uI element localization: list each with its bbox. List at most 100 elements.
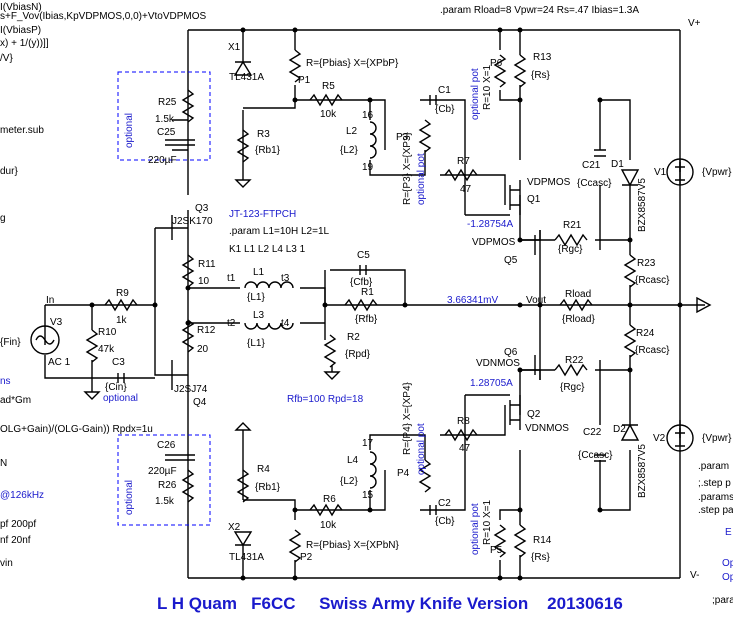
capacitors	[117, 95, 606, 515]
schematic-stroke	[675, 428, 685, 447]
right-note-6: Op	[722, 558, 733, 569]
r13-symbol	[513, 54, 527, 88]
parts-rload-label: Rload	[565, 289, 591, 300]
schematic-stroke	[369, 150, 426, 176]
schematic-stroke	[420, 394, 510, 511]
parts-l2-p16-label: 16	[362, 110, 374, 121]
header-line-2: s+F_Vov(Ibias,KpVDPMOS,0,0)+VtoVDPMOS	[0, 11, 207, 22]
schematic-stroke	[89, 302, 95, 308]
parts-tl431-top-label: TL431A	[229, 72, 264, 83]
schematic-stroke	[240, 27, 246, 33]
v3-symbol	[30, 325, 60, 355]
parts-p2-label: P2	[300, 552, 313, 563]
parts-c21-val-label: {Ccasc}	[577, 178, 612, 189]
footer-title: L H Quam F6CC Swiss Army Knife Version 2…	[157, 594, 623, 613]
parts-optional-bot-label: optional	[124, 480, 135, 515]
parts-r14-label: R14	[533, 535, 552, 546]
parts-l4-label: L4	[347, 455, 359, 466]
q5-symbol	[534, 230, 541, 260]
r6-symbol	[309, 503, 343, 517]
vplus-label: V+	[688, 18, 701, 29]
parts-q3-type-label: J2SK170	[172, 216, 213, 227]
parts-r4-val-label: {Rb1}	[255, 482, 281, 493]
parts-l2-val-label: {L2}	[340, 145, 358, 156]
schematic-stroke	[517, 302, 523, 308]
schematic-stroke	[440, 174, 506, 190]
parts-l1-label: L1	[253, 267, 265, 278]
parts-p3-label: P3	[396, 132, 409, 143]
parts-r26-val-label: 1.5k	[155, 496, 175, 507]
schematic-stroke	[35, 335, 55, 345]
r3-symbol	[236, 129, 250, 163]
parts-q6-label: Q6	[504, 347, 518, 358]
parts-p6-label: P6	[490, 58, 503, 69]
sources	[30, 158, 712, 452]
parts-c3-label: C3	[112, 357, 125, 368]
c21-symbol	[594, 149, 606, 157]
p2-symbol	[288, 529, 302, 563]
mosfets	[504, 180, 541, 430]
parts-r2-label: R2	[347, 332, 360, 343]
left-note-12: vin	[0, 558, 13, 569]
junctions	[89, 27, 683, 581]
schematic-stroke	[234, 422, 252, 431]
parts-c21-label: C21	[582, 160, 601, 171]
p3-symbol	[418, 119, 432, 153]
parts-r8-label: R8	[457, 416, 470, 427]
c3-symbol	[117, 373, 125, 383]
parts-p1-val-label: R={Pbias} X={XPbP}	[306, 58, 399, 69]
parts-t2-label: t2	[227, 318, 236, 329]
parts-c1-label: C1	[438, 85, 451, 96]
parts-p4-label: P4	[397, 468, 410, 479]
c1-symbol	[429, 95, 437, 105]
schematic-stroke	[497, 575, 503, 581]
parts-r14-val-label: {Rs}	[531, 552, 551, 563]
parts-r6-label: R6	[323, 494, 336, 505]
header-line-3: I(VbiasP)	[0, 25, 41, 36]
parts-d1-val-label: BZX8587V5	[637, 178, 648, 232]
parts-q4-label: Q4	[193, 397, 207, 408]
v2-symbol	[666, 424, 694, 452]
schematic-stroke	[185, 320, 191, 326]
right-note-1: .param	[698, 461, 729, 472]
parts-p5-opt-label: optional pot	[470, 503, 481, 555]
parts-r10-val-label: 47k	[98, 344, 115, 355]
parts-r23-label: R23	[637, 258, 656, 269]
parts-l2-label: L2	[346, 126, 358, 137]
schematic-stroke	[517, 367, 523, 373]
parts-r21-val-label: {Rgc}	[558, 244, 583, 255]
parts-q3-label: Q3	[195, 203, 209, 214]
param-line: .param Rload=8 Vpwr=24 Rs=.47 Ibias=1.3A	[440, 5, 639, 16]
parts-p4-opt-label: optional pot	[416, 423, 427, 475]
d1-symbol	[620, 169, 640, 187]
parts-c22-val-label: {Ccasc}	[578, 450, 613, 461]
parts-kline-label: K1 L1 L2 L4 L3 1	[229, 244, 306, 255]
schematic-stroke	[242, 30, 296, 109]
parts-p3-val-label: R={P3} X={XP3}	[402, 131, 413, 205]
labels: I(VbiasN) s+F_Vov(Ibias,KpVDPMOS,0,0)+Vt…	[0, 2, 733, 613]
header-line-5: /V}	[0, 53, 13, 64]
schematic-stroke	[517, 237, 523, 243]
r1-symbol	[344, 298, 378, 312]
r14-symbol	[513, 524, 527, 558]
parts-r11-label: R11	[198, 259, 216, 270]
schematic-stroke	[185, 285, 191, 291]
parts-d1-label: D1	[611, 159, 624, 170]
left-note-6: ad*Gm	[0, 395, 31, 406]
schematic-stroke	[292, 27, 298, 33]
schematic-stroke	[600, 99, 631, 240]
parts-d2-label: D2	[613, 424, 626, 435]
schematic-stroke	[519, 305, 541, 415]
parts-in-label: In	[46, 295, 54, 306]
parts-q5-label: Q5	[504, 255, 518, 266]
right-note-7: Op	[722, 572, 733, 583]
r5-symbol	[309, 93, 343, 107]
inductors	[244, 121, 377, 489]
parts-r7-label: R7	[457, 156, 470, 167]
r21-symbol	[554, 233, 588, 247]
parts-vdnmos-q6-label: VDNMOS	[476, 358, 520, 369]
parts-vdnmos-q2-label: VDNMOS	[525, 423, 569, 434]
r7-symbol	[444, 168, 478, 182]
left-note-3: g	[0, 213, 6, 224]
